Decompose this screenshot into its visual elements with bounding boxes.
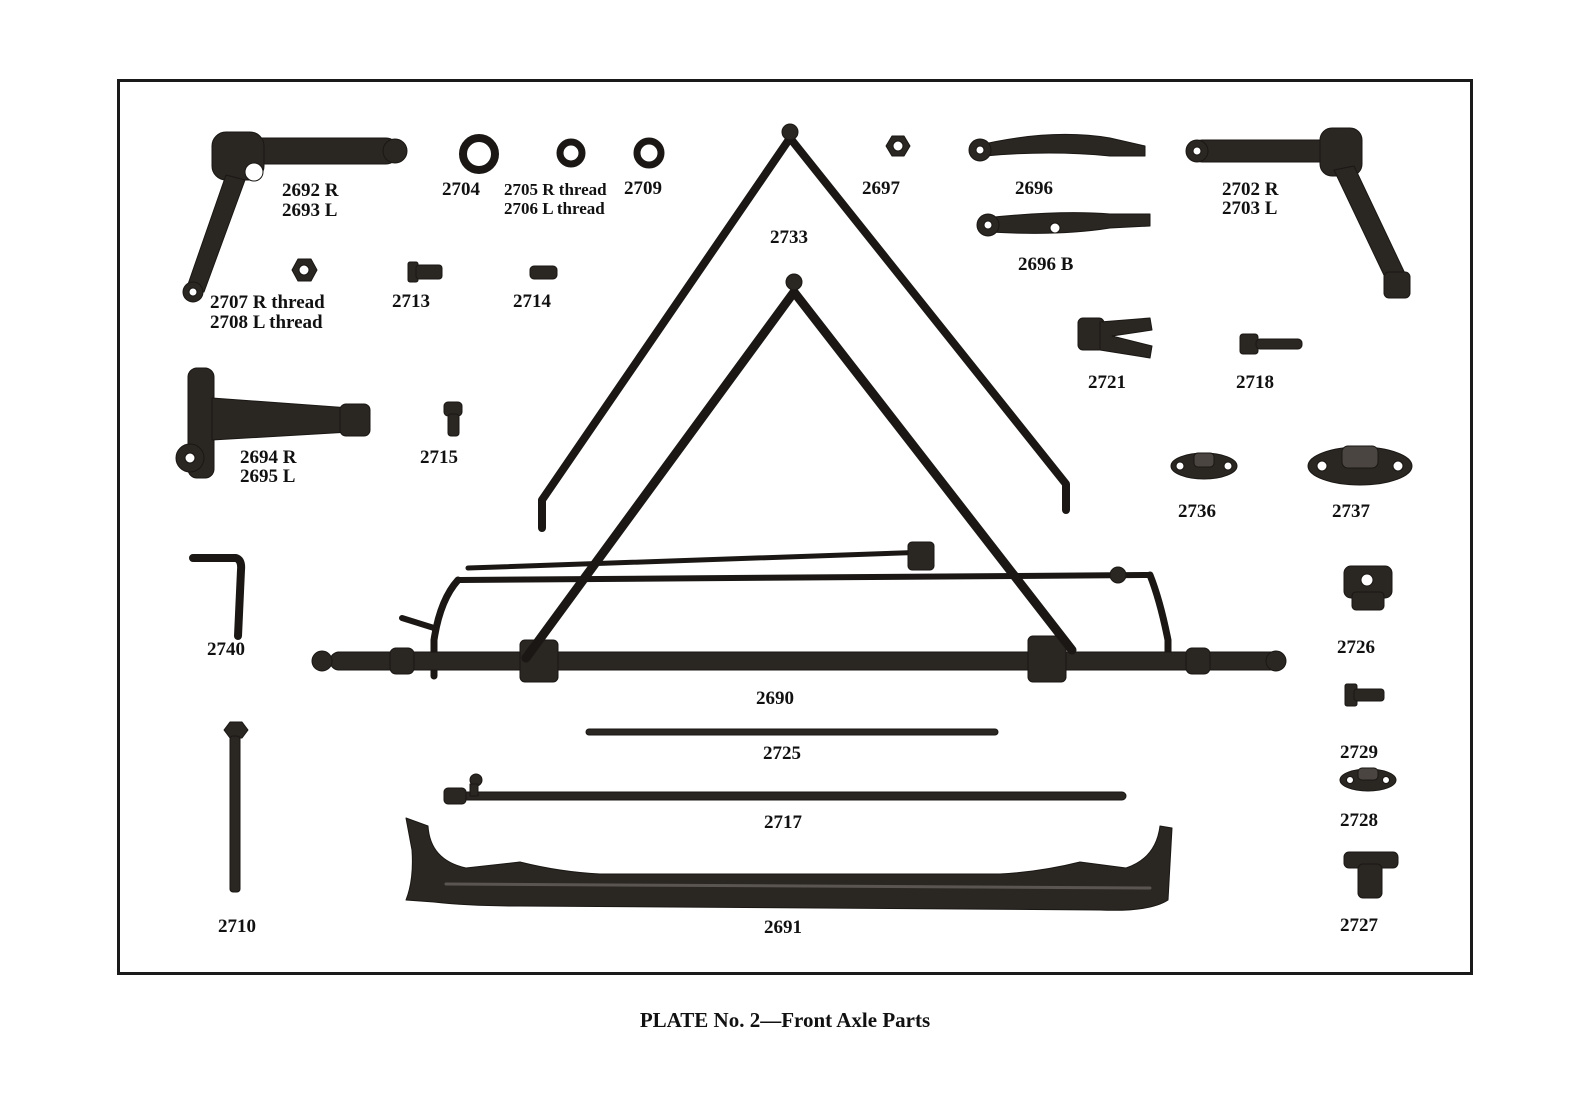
label-2729: 2729 <box>1340 742 1378 763</box>
part-2721-yoke <box>1077 317 1153 359</box>
part-2694-spindle <box>175 367 371 479</box>
part-2725-rod <box>585 728 999 736</box>
label-2713: 2713 <box>392 291 430 312</box>
part-2733-radius-rod <box>538 134 1070 532</box>
label-2715: 2715 <box>420 447 458 468</box>
part-2740-bent-rod <box>189 554 246 640</box>
label-2693: 2693 L <box>282 200 338 221</box>
label-2702: 2702 R <box>1222 179 1279 200</box>
part-2728-plate <box>1339 767 1397 792</box>
part-2714-pin <box>529 265 558 280</box>
label-2697: 2697 <box>862 178 900 199</box>
label-2706: 2706 L thread <box>504 199 605 218</box>
part-2702-knuckle-arm <box>1185 127 1411 299</box>
label-2691: 2691 <box>764 917 802 938</box>
part-2704-washer <box>459 134 499 174</box>
label-2694: 2694 R <box>240 447 297 468</box>
part-2696b-arm <box>976 212 1151 237</box>
label-2704: 2704 <box>442 179 480 200</box>
part-2737-clip <box>1307 445 1413 486</box>
label-2733: 2733 <box>770 227 808 248</box>
label-2740: 2740 <box>207 639 245 660</box>
label-2721: 2721 <box>1088 372 1126 393</box>
part-2736-clip <box>1170 452 1238 480</box>
part-2717-drag-rod <box>443 773 1127 805</box>
part-2707-nut <box>291 258 318 282</box>
plate-caption: PLATE No. 2—Front Axle Parts <box>639 1008 931 1032</box>
label-2737: 2737 <box>1332 501 1370 522</box>
part-2692-knuckle-arm <box>182 131 408 303</box>
label-2718: 2718 <box>1236 372 1274 393</box>
part-2696-arm <box>968 133 1146 162</box>
label-2727: 2727 <box>1340 915 1378 936</box>
label-2703: 2703 L <box>1222 198 1278 219</box>
part-2727-tbracket <box>1343 851 1399 899</box>
part-2715-grease-cup <box>443 401 463 437</box>
part-2726-bracket <box>1343 565 1393 611</box>
label-2696b: 2696 B <box>1018 254 1074 275</box>
label-2736: 2736 <box>1178 501 1216 522</box>
part-2713-bolt <box>407 261 443 283</box>
label-2714: 2714 <box>513 291 551 312</box>
part-2709-washer <box>633 137 665 169</box>
plate-frame <box>117 79 1473 975</box>
label-2690: 2690 <box>756 688 794 709</box>
part-2691-axle-beam <box>405 817 1173 911</box>
label-2710: 2710 <box>218 916 256 937</box>
label-2717: 2717 <box>764 812 802 833</box>
label-2692: 2692 R <box>282 180 339 201</box>
part-2710-long-bolt <box>223 721 249 893</box>
part-2729-bolt <box>1344 683 1385 707</box>
label-2707: 2707 R thread <box>210 292 325 313</box>
part-2697-nut <box>885 135 911 157</box>
label-2695: 2695 L <box>240 466 296 487</box>
label-2708: 2708 L thread <box>210 312 323 333</box>
label-2726: 2726 <box>1337 637 1375 658</box>
part-2705-washer <box>556 138 586 168</box>
part-2690-axle-assembly <box>311 273 1287 683</box>
part-2718-bolt <box>1239 333 1303 355</box>
label-2709: 2709 <box>624 178 662 199</box>
label-2728: 2728 <box>1340 810 1378 831</box>
label-2696: 2696 <box>1015 178 1053 199</box>
label-2725: 2725 <box>763 743 801 764</box>
label-2705: 2705 R thread <box>504 180 607 199</box>
